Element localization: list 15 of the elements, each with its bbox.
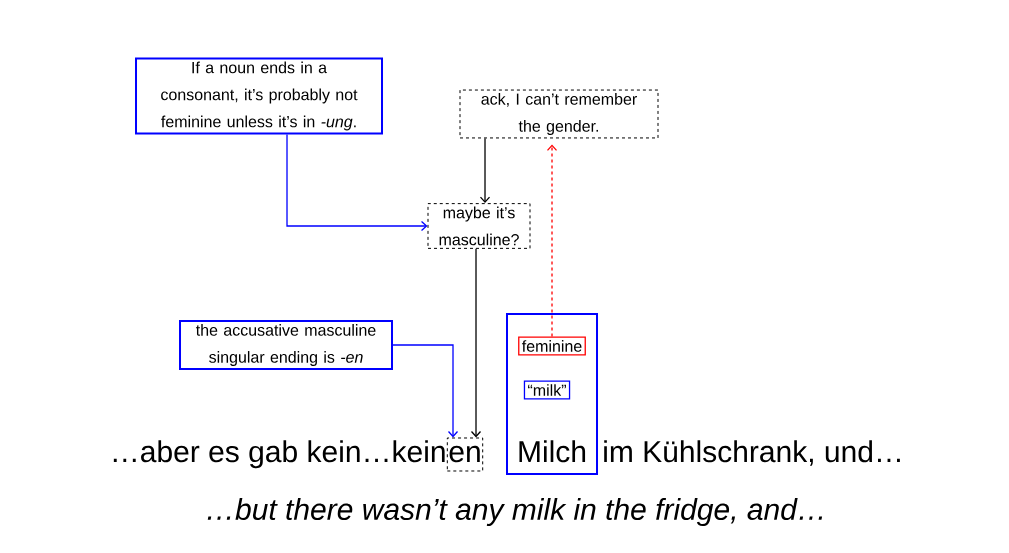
sentence-text: im Kühlschrank, und… bbox=[604, 440, 900, 466]
arrow bbox=[470, 248, 482, 438]
thought-box: ack, I can’t remember the gender. bbox=[459, 89, 659, 139]
note-box: If a noun ends in a consonant, it’s probably not feminine unless it’s in -ung. bbox=[135, 57, 383, 135]
translation-text: …but there wasn’t any milk in the fridge, and… bbox=[207, 498, 823, 526]
arrow bbox=[392, 344, 459, 438]
gender-tag: feminine bbox=[518, 336, 586, 356]
sentence-text: …aber es gab kein…kein bbox=[113, 440, 445, 469]
arrow bbox=[479, 137, 491, 204]
arrow bbox=[546, 144, 558, 338]
thought-box: maybe it’s masculine? bbox=[427, 203, 531, 249]
note-box: the accusative masculine singular ending is -en bbox=[179, 320, 393, 370]
translation-tag: “milk” bbox=[523, 380, 571, 400]
arrow bbox=[286, 133, 428, 232]
word-ending-box: en bbox=[446, 437, 484, 472]
